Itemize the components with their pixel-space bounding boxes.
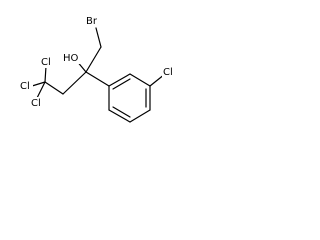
bond-c-ring	[85, 71, 110, 87]
ring-bond-4	[129, 109, 151, 123]
bond-ch2-quaternary-c	[85, 46, 102, 73]
atom-label-chlorine-top: Cl	[41, 57, 51, 68]
ring-bond-5	[108, 109, 131, 123]
bond-br-ch2	[95, 27, 102, 48]
atom-label-chlorine-ring: Cl	[163, 67, 173, 78]
chemical-structure-diagram: Br HO Cl Cl Cl Cl	[19, 14, 176, 123]
atom-labels: Br HO Cl Cl Cl Cl	[19, 14, 176, 109]
atom-label-chlorine-bottom: Cl	[31, 98, 41, 109]
atom-label-hydroxyl: HO	[63, 53, 79, 64]
ring-double-bond-1	[112, 78, 131, 90]
bond-ccl3-cl-top	[44, 65, 47, 83]
atom-label-chlorine-middle: Cl	[20, 81, 30, 92]
bonds	[31, 27, 166, 123]
bond-ch2-ccl3	[44, 81, 64, 95]
ring-double-bond-3	[112, 106, 131, 118]
bond-ccl3-cl-mid	[31, 81, 46, 87]
atom-label-bromine: Br	[86, 16, 98, 27]
bond-c-ch2-chain	[62, 71, 87, 95]
bond-ccl3-cl-bottom	[36, 81, 46, 99]
ring-bond-1	[108, 73, 131, 87]
ring-bond-2	[129, 73, 151, 87]
